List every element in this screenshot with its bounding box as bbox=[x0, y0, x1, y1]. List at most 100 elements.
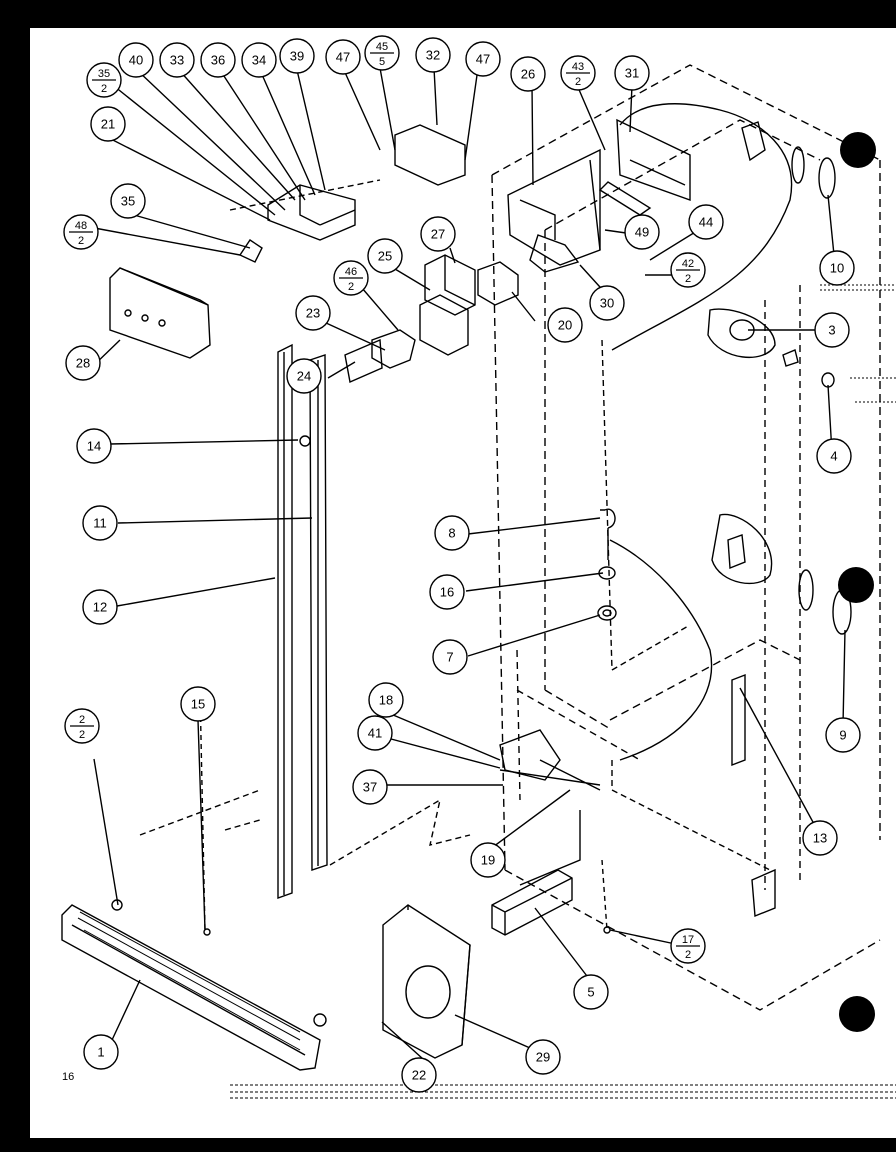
cabinet-structure bbox=[61, 64, 881, 1071]
callout-circle bbox=[465, 41, 501, 77]
callout-circle bbox=[525, 1039, 561, 1075]
registration-dot bbox=[840, 132, 876, 168]
callout-circle bbox=[180, 686, 216, 722]
callout-numerator: 45 bbox=[376, 41, 388, 53]
callout-label: 4 bbox=[830, 449, 837, 464]
callout-c43_2: 432 bbox=[560, 55, 596, 91]
callout-circle bbox=[82, 505, 118, 541]
callout-label: 18 bbox=[379, 693, 393, 708]
callout-c47a: 47 bbox=[325, 39, 361, 75]
callout-c30: 30 bbox=[589, 285, 625, 321]
callout-label: 1 bbox=[97, 1045, 104, 1060]
callout-c44: 44 bbox=[688, 204, 724, 240]
callout-c48_2: 482 bbox=[63, 214, 99, 250]
callout-label: 24 bbox=[297, 369, 311, 384]
callout-circle bbox=[110, 183, 146, 219]
callout-circle bbox=[825, 717, 861, 753]
callout-label: 25 bbox=[378, 249, 392, 264]
callout-denominator: 2 bbox=[685, 949, 691, 961]
callout-circle bbox=[286, 358, 322, 394]
callout-label: 14 bbox=[87, 439, 101, 454]
callout-c2_2: 22 bbox=[64, 708, 100, 744]
callout-label: 39 bbox=[290, 49, 304, 64]
callout-numerator: 43 bbox=[572, 61, 584, 73]
callout-circle bbox=[295, 295, 331, 331]
callout-label: 22 bbox=[412, 1068, 426, 1083]
callout-c26: 26 bbox=[510, 56, 546, 92]
callout-numerator: 2 bbox=[79, 714, 85, 726]
callout-label: 12 bbox=[93, 600, 107, 615]
callout-c27: 27 bbox=[420, 216, 456, 252]
callout-label: 31 bbox=[625, 66, 639, 81]
callout-c17_2: 172 bbox=[670, 928, 706, 964]
callout-label: 40 bbox=[129, 53, 143, 68]
callout-label: 47 bbox=[336, 50, 350, 65]
callout-circle bbox=[401, 1057, 437, 1093]
callout-c8: 8 bbox=[434, 515, 470, 551]
callout-c16: 16 bbox=[429, 574, 465, 610]
callout-label: 29 bbox=[536, 1050, 550, 1065]
callout-c35_2: 352 bbox=[86, 62, 122, 98]
callout-label: 35 bbox=[121, 194, 135, 209]
callout-c3: 3 bbox=[814, 312, 850, 348]
callout-circle bbox=[279, 38, 315, 74]
callout-circle bbox=[573, 974, 609, 1010]
callout-c49: 49 bbox=[624, 214, 660, 250]
callout-label: 9 bbox=[839, 728, 846, 743]
callout-c9: 9 bbox=[825, 717, 861, 753]
callout-c12: 12 bbox=[82, 589, 118, 625]
callout-label: 15 bbox=[191, 697, 205, 712]
callout-c45_5: 455 bbox=[364, 35, 400, 71]
callout-circle bbox=[357, 715, 393, 751]
callout-c11: 11 bbox=[82, 505, 118, 541]
registration-dot bbox=[839, 996, 875, 1032]
callout-c19: 19 bbox=[470, 842, 506, 878]
callout-label: 28 bbox=[76, 356, 90, 371]
callout-c33: 33 bbox=[159, 42, 195, 78]
callout-label: 16 bbox=[440, 585, 454, 600]
callout-label: 27 bbox=[431, 227, 445, 242]
callout-c32: 32 bbox=[415, 37, 451, 73]
callout-c35: 35 bbox=[110, 183, 146, 219]
callout-label: 8 bbox=[448, 526, 455, 541]
callout-circle bbox=[816, 438, 852, 474]
callout-circle bbox=[470, 842, 506, 878]
callout-c23: 23 bbox=[295, 295, 331, 331]
callout-c4: 4 bbox=[816, 438, 852, 474]
callout-denominator: 2 bbox=[348, 281, 354, 293]
callout-circle bbox=[65, 345, 101, 381]
callout-circle bbox=[368, 682, 404, 718]
callout-numerator: 46 bbox=[345, 266, 357, 278]
callout-c46_2: 462 bbox=[333, 260, 369, 296]
callout-label: 37 bbox=[363, 780, 377, 795]
scan-noise bbox=[30, 284, 896, 1141]
callout-label: 41 bbox=[368, 726, 382, 741]
callout-denominator: 2 bbox=[101, 83, 107, 95]
callout-c34: 34 bbox=[241, 42, 277, 78]
callout-circle bbox=[241, 42, 277, 78]
callout-numerator: 48 bbox=[75, 220, 87, 232]
callout-c47b: 47 bbox=[465, 41, 501, 77]
callout-circle bbox=[688, 204, 724, 240]
callout-label: 3 bbox=[828, 323, 835, 338]
callout-label: 7 bbox=[446, 650, 453, 665]
callout-c18: 18 bbox=[368, 682, 404, 718]
callout-circle bbox=[802, 820, 838, 856]
callout-c1: 1 bbox=[83, 1034, 119, 1070]
callout-circle bbox=[200, 42, 236, 78]
callout-circle bbox=[434, 515, 470, 551]
callout-label: 26 bbox=[521, 67, 535, 82]
callout-label: 10 bbox=[830, 261, 844, 276]
callout-circle bbox=[589, 285, 625, 321]
callout-circle bbox=[325, 39, 361, 75]
callout-label: 33 bbox=[170, 53, 184, 68]
callout-label: 5 bbox=[587, 985, 594, 1000]
callout-c41: 41 bbox=[357, 715, 393, 751]
callout-c24: 24 bbox=[286, 358, 322, 394]
callout-c28: 28 bbox=[65, 345, 101, 381]
callout-circle bbox=[420, 216, 456, 252]
callout-circle bbox=[118, 42, 154, 78]
callout-circle bbox=[432, 639, 468, 675]
callout-denominator: 5 bbox=[379, 56, 385, 68]
